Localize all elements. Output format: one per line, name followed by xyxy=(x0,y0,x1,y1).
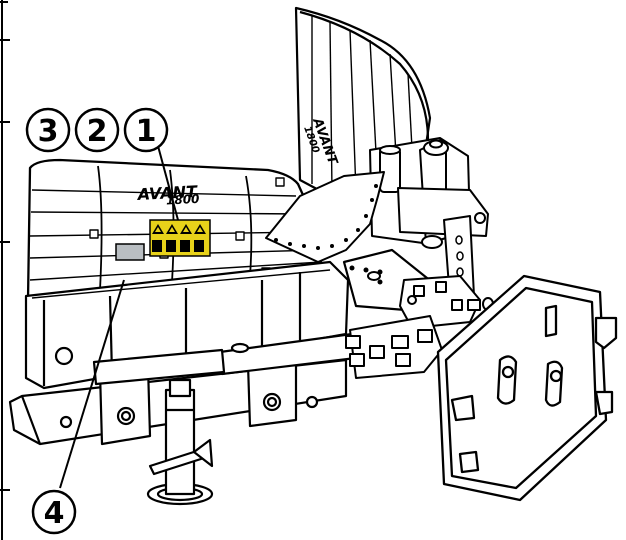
callout-label-3: 3 xyxy=(38,114,59,149)
jack-stand xyxy=(146,378,214,506)
info-plate xyxy=(115,243,145,261)
warning-label xyxy=(149,219,211,257)
callout-4: 4 xyxy=(31,489,77,535)
callout-3: 3 xyxy=(25,107,71,153)
deflector-plate xyxy=(265,171,385,263)
callout-2: 2 xyxy=(74,107,120,153)
page-tick-marks xyxy=(0,39,10,491)
callout-label-4: 4 xyxy=(44,496,65,531)
callout-leaders xyxy=(59,145,179,489)
mounting-plate xyxy=(436,274,618,502)
pivot-assembly xyxy=(369,137,489,301)
callout-label-2: 2 xyxy=(87,114,108,149)
blade-brand-logo: AVANT xyxy=(135,182,198,204)
arm-rivets xyxy=(349,265,383,285)
callout-label-1: 1 xyxy=(136,114,157,149)
callout-1: 1 xyxy=(123,107,169,153)
